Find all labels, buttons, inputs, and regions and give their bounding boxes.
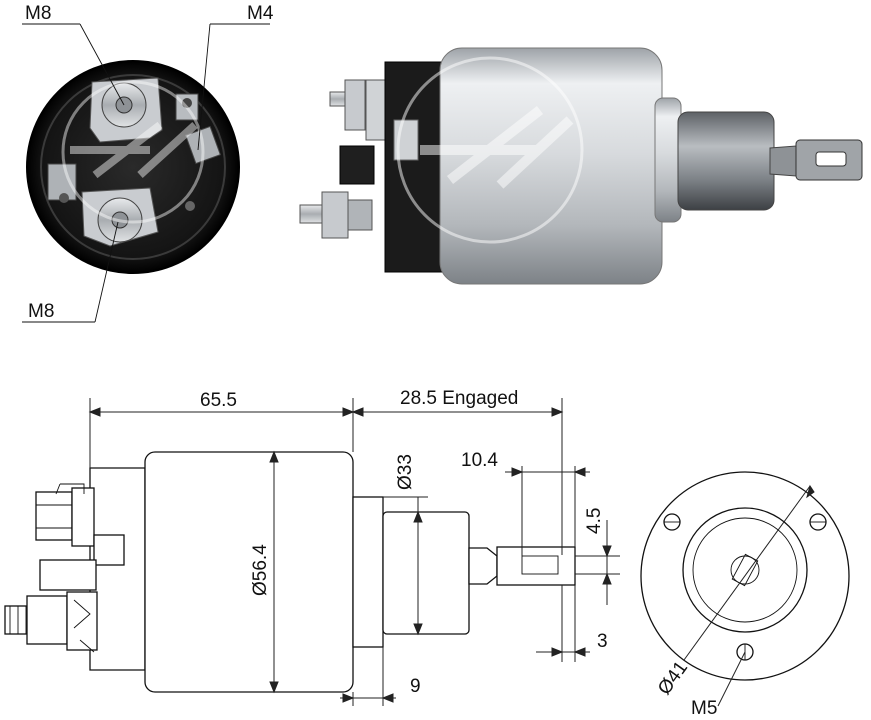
housing-outline xyxy=(144,451,354,693)
dim-plunger-diameter: Ø33 xyxy=(395,454,416,490)
watermark-logo-side xyxy=(396,56,584,244)
watermark-logo xyxy=(61,80,205,224)
end-view-dimensions xyxy=(683,484,815,707)
dim-engaged-travel: 28.5 Engaged xyxy=(400,388,518,409)
photo-callout-lines xyxy=(22,23,270,323)
dim-eye-width: 4.5 xyxy=(584,508,605,534)
callout-m4: M4 xyxy=(247,3,274,24)
lower-nut xyxy=(26,595,68,645)
upper-nut xyxy=(35,491,73,541)
plunger-outline xyxy=(382,511,470,635)
dim-body-diameter: Ø56.4 xyxy=(250,544,271,596)
side-view-photo xyxy=(299,47,863,285)
cap-outline xyxy=(89,467,146,671)
dim-eye-thickness: 3 xyxy=(597,631,608,652)
dim-mount-thread: M5 xyxy=(691,698,717,719)
flange-outline xyxy=(352,496,384,648)
end-view-photo xyxy=(26,60,240,274)
callout-m8-top: M8 xyxy=(25,3,51,24)
technical-drawing-side xyxy=(4,451,576,693)
dim-eye-offset: 10.4 xyxy=(461,450,498,471)
eye-outline xyxy=(496,546,576,586)
plunger xyxy=(677,111,775,211)
dimension-lines xyxy=(88,398,620,706)
dim-length-body: 65.5 xyxy=(200,390,237,411)
dim-mount-circle: Ø41 xyxy=(654,658,692,699)
dim-flange-length: 9 xyxy=(410,676,421,697)
callout-m8-bottom: M8 xyxy=(28,301,54,322)
